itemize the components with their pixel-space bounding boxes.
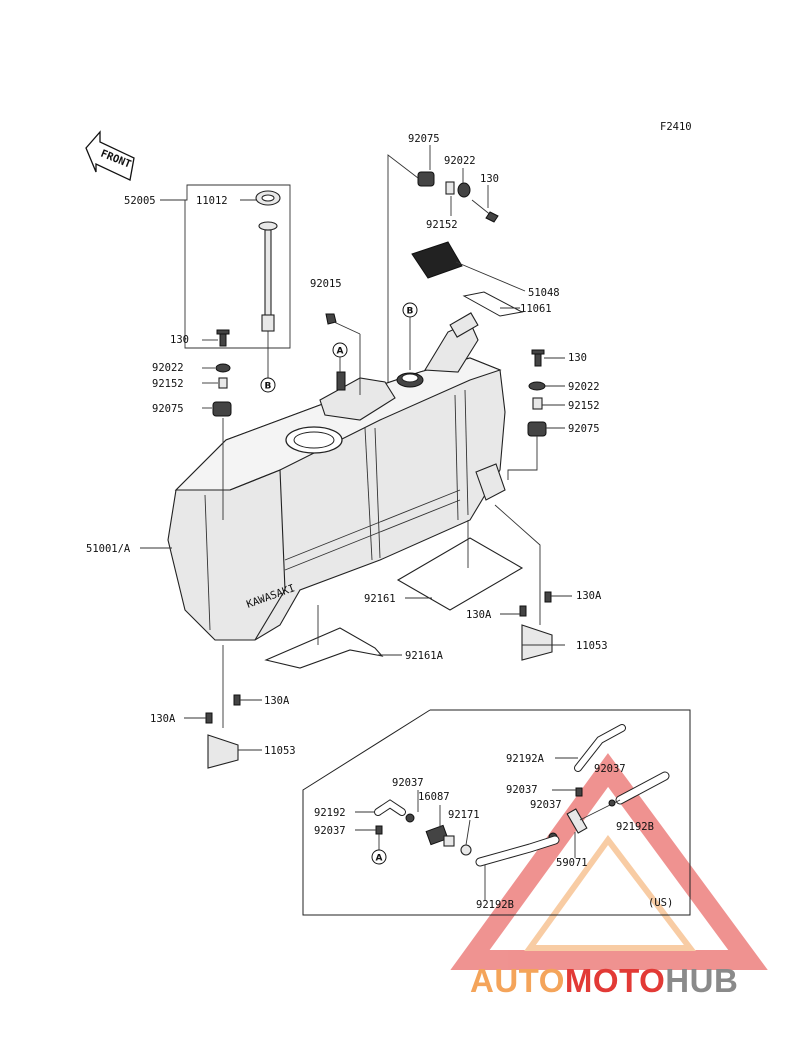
label-92075-left: 92075 (152, 403, 184, 415)
figure-code: F2410 (660, 121, 692, 133)
label-92037-d: 92037 (530, 799, 562, 811)
label-92192B-bottom: 92192B (476, 899, 514, 911)
label-92037-c: 92037 (594, 763, 626, 775)
label-92022-right: 92022 (568, 381, 600, 393)
pad-92161A (264, 605, 402, 669)
label-59071: 59071 (556, 857, 588, 869)
label-92192: 92192 (314, 807, 346, 819)
region-note: (US) (648, 897, 673, 909)
label-92075-right: 92075 (568, 423, 600, 435)
label-92037-b: 92037 (506, 784, 538, 796)
right-hardware (507, 349, 565, 480)
label-92022-top: 92022 (444, 155, 476, 167)
watermark-triangle (450, 753, 768, 970)
top-hardware (387, 145, 499, 425)
fuel-line-box: A (302, 709, 691, 916)
label-130A-l1: 130A (264, 695, 290, 707)
label-130-left: 130 (170, 334, 189, 346)
watermark-logo: AUTOMOTOHUB (470, 962, 739, 999)
label-92192A: 92192A (506, 753, 545, 765)
label-52005: 52005 (124, 195, 156, 207)
label-92192B-right: 92192B (616, 821, 654, 833)
filler-neck-part (424, 321, 479, 373)
svg-text:A: A (376, 854, 383, 864)
label-92022-left: 92022 (152, 362, 184, 374)
sender-group: B (160, 184, 291, 393)
label-11061: 11061 (520, 303, 552, 315)
callout-b-top: B (402, 302, 418, 370)
nut-92015 (325, 313, 361, 395)
label-92152-left: 92152 (152, 378, 184, 390)
label-92161: 92161 (364, 593, 396, 605)
label-92152-right: 92152 (568, 400, 600, 412)
pad-92161 (396, 520, 524, 611)
label-92075-top: 92075 (408, 133, 440, 145)
bracket-11053-right (494, 504, 572, 661)
fuel-filter-16087 (425, 824, 449, 846)
bracket-11053-left (184, 645, 262, 769)
label-16087: 16087 (418, 791, 450, 803)
fuel-tank: KAWASAKI (167, 312, 506, 641)
label-92171: 92171 (448, 809, 480, 821)
label-92161A: 92161A (405, 650, 444, 662)
fuel-level-sender-part (264, 229, 272, 321)
label-11053-right: 11053 (576, 640, 608, 652)
label-51001A: 51001/A (86, 543, 131, 555)
label-92037-a: 92037 (392, 777, 424, 789)
label-plates (411, 241, 526, 317)
label-11012: 11012 (196, 195, 228, 207)
svg-text:B: B (265, 382, 272, 392)
svg-text:A: A (337, 347, 344, 357)
front-arrow-icon: FRONT (85, 130, 135, 181)
label-130A-l2: 130A (150, 713, 176, 725)
left-hardware (202, 329, 232, 520)
label-92015: 92015 (310, 278, 342, 290)
callout-b-left (260, 377, 276, 393)
grommet-92075-top (417, 171, 435, 187)
label-130-top: 130 (480, 173, 499, 185)
svg-text:B: B (407, 307, 414, 317)
callout-a-top: A (332, 342, 348, 372)
part-labels: 52005 11012 92075 92022 130 92152 51048 … (86, 133, 673, 911)
label-92152-top: 92152 (426, 219, 458, 231)
label-92037-e: 92037 (314, 825, 346, 837)
label-130-right: 130 (568, 352, 587, 364)
label-51048: 51048 (528, 287, 560, 299)
label-11053-left: 11053 (264, 745, 296, 757)
label-130A-r2: 130A (466, 609, 492, 621)
label-130A-r1: 130A (576, 590, 602, 602)
